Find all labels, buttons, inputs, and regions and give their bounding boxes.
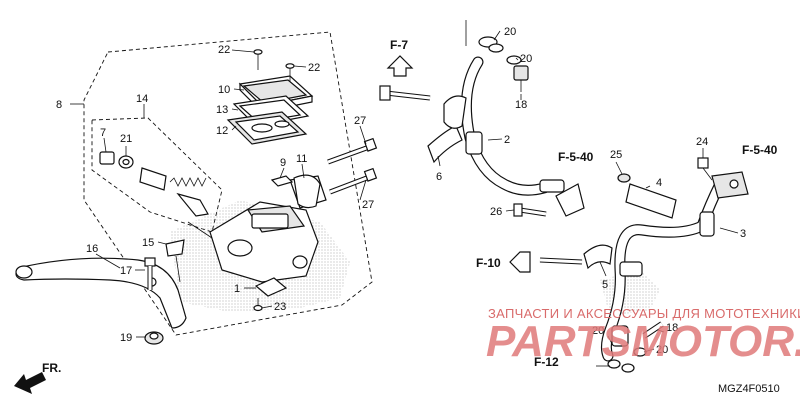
part-number-24: 24 <box>696 136 708 148</box>
front-brake-hose-lower <box>600 178 726 362</box>
part-number-22-a: 22 <box>218 44 230 56</box>
watermark-brand: PARTSMOTOR.RU <box>486 317 800 366</box>
bracket-bolt <box>513 203 547 217</box>
part-number-3: 3 <box>740 228 746 240</box>
part-number-10: 10 <box>218 84 230 96</box>
part-number-17: 17 <box>120 265 132 277</box>
direction-arrow <box>14 372 46 394</box>
banjo-bolt <box>379 85 431 101</box>
sealing-washer <box>506 55 522 65</box>
part-number-11: 11 <box>296 153 307 165</box>
pivot-bolt <box>144 257 156 290</box>
hose-bracket-left <box>555 183 585 217</box>
hose-guide <box>443 95 467 129</box>
part-number-20-b: 20 <box>520 53 532 65</box>
part-number-1: 1 <box>234 283 240 295</box>
part-number-20-a: 20 <box>504 26 516 38</box>
part-number-27-a: 27 <box>354 115 366 127</box>
hose-guide-lower <box>539 244 613 270</box>
reservoir-diaphragm <box>226 111 308 145</box>
part-number-23: 23 <box>274 301 286 313</box>
assembly-outline <box>83 31 373 336</box>
holder-bolt <box>329 167 378 195</box>
switch-clip <box>270 175 294 187</box>
part-number-5: 5 <box>602 279 608 291</box>
f7-arrow <box>386 55 414 77</box>
part-number-4: 4 <box>656 177 662 189</box>
holder-bolt <box>327 137 378 165</box>
part-number-16: 16 <box>86 243 98 255</box>
part-number-25: 25 <box>610 149 622 161</box>
part-number-19: 19 <box>120 332 132 344</box>
part-number-20-c: 20 <box>592 325 604 337</box>
part-number-27-b: 27 <box>362 199 374 211</box>
part-number-20-d: 20 <box>656 344 668 356</box>
watermark-line: ЗАПЧАСТИ И АКСЕССУАРЫ ДЛЯ МОТОТЕХНИКИ <box>488 306 800 321</box>
brake-hose-joint <box>711 171 749 199</box>
pivot-nut <box>144 331 164 345</box>
part-number-15: 15 <box>142 237 154 249</box>
diagram-code: MGZ4F0510 <box>718 383 780 395</box>
part-number-13: 13 <box>216 104 228 116</box>
sealing-washer <box>488 43 504 53</box>
ref-f10: F-10 <box>476 256 501 270</box>
brake-switch <box>254 277 288 297</box>
ref-f12: F-12 <box>534 355 559 369</box>
lever-bush <box>165 239 185 283</box>
part-number-14: 14 <box>136 93 148 105</box>
part-number-12: 12 <box>216 125 228 137</box>
part-number-26: 26 <box>490 206 502 218</box>
ref-f540-right: F-5-40 <box>742 143 778 157</box>
part-number-21: 21 <box>120 133 132 145</box>
ref-f540-left: F-5-40 <box>558 150 594 164</box>
part-number-18-top: 18 <box>515 99 527 111</box>
part-number-7: 7 <box>100 127 106 139</box>
bracket-bolt-right <box>617 173 631 183</box>
part-number-9: 9 <box>280 157 286 169</box>
part-number-22-b: 22 <box>308 62 320 74</box>
cap-screw <box>253 49 263 70</box>
part-number-2: 2 <box>504 134 510 146</box>
cylinder-holder <box>293 174 321 209</box>
f10-arrow <box>509 251 531 273</box>
hose-clamp <box>427 125 463 164</box>
front-brake-hose-upper <box>460 36 565 196</box>
part-number-6: 6 <box>436 171 442 183</box>
part-number-8: 8 <box>56 99 62 111</box>
brake-lever <box>15 257 187 329</box>
leader-lines <box>70 20 739 367</box>
direction-label: FR. <box>42 361 61 375</box>
hose-joint-bolt <box>513 65 529 92</box>
hose-bracket-right <box>625 183 677 219</box>
lower-joint-bolt <box>607 321 664 373</box>
piston-set-outline <box>91 117 223 233</box>
piston-set <box>99 151 209 217</box>
joint-bolt <box>697 157 713 181</box>
ref-f7: F-7 <box>390 38 408 52</box>
part-number-18-bottom: 18 <box>666 322 678 334</box>
